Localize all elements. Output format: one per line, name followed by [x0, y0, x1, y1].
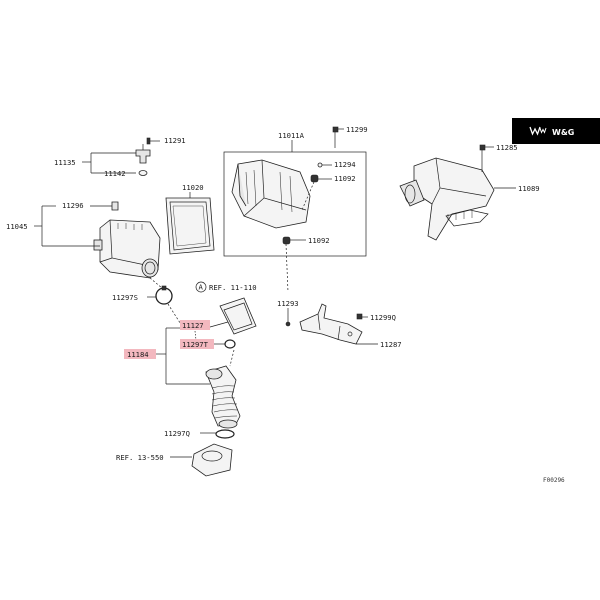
- label-11011A: 11011A: [278, 131, 305, 140]
- bolt-11285: [479, 144, 486, 151]
- label-11293: 11293: [277, 299, 299, 308]
- label-11045: 11045: [6, 222, 28, 231]
- air-cleaner-cover: [231, 159, 311, 229]
- bolt-11293: [285, 321, 291, 327]
- label-ref-11-110: REF. 11-110: [209, 283, 257, 292]
- label-11127: 11127: [182, 321, 204, 330]
- label-11089: 11089: [518, 184, 540, 193]
- washer-11294: [317, 162, 323, 168]
- clamp-11297T: [224, 339, 236, 349]
- bracket-11184: [156, 327, 210, 385]
- clip-11296: [111, 201, 119, 211]
- label-11184: 11184: [127, 350, 149, 359]
- bolt-11299Q: [356, 313, 363, 320]
- air-intake-hose: [205, 365, 241, 429]
- label-11297Q: 11297Q: [164, 429, 190, 438]
- label-11020: 11020: [182, 183, 204, 192]
- grommet-11092-upper: [310, 174, 319, 183]
- label-11299: 11299: [346, 125, 368, 134]
- label-11291: 11291: [164, 136, 186, 145]
- oring-11142: [138, 170, 148, 176]
- bracket-11135: [82, 152, 136, 174]
- label-11296: 11296: [62, 201, 84, 210]
- brand-badge: W&G: [512, 118, 600, 144]
- label-11285: 11285: [496, 143, 518, 152]
- label-11297S: 11297S: [112, 293, 138, 302]
- resonator-11127: [219, 297, 257, 335]
- label-11142: 11142: [104, 169, 126, 178]
- cover-frame: [223, 151, 367, 257]
- clamp-11297Q: [215, 429, 235, 439]
- ref-a-circle: [195, 281, 207, 293]
- label-11092-lower: 11092: [308, 236, 330, 245]
- bracket-11045: [34, 205, 100, 247]
- bracket-11287: [299, 303, 363, 345]
- grommet-11092-lower: [282, 236, 291, 245]
- highlight-11184: [124, 349, 156, 359]
- throttle-body: [191, 443, 233, 477]
- figure-code: F00296: [543, 477, 565, 484]
- air-filter-element: [165, 197, 215, 255]
- ref-a-letter: A: [199, 283, 204, 292]
- brand-name: W&G: [552, 128, 574, 137]
- brand-logo-icon: [529, 126, 547, 136]
- air-cleaner-case-lower: [93, 219, 161, 279]
- label-11297T: 11297T: [182, 340, 209, 349]
- label-11092-upper: 11092: [334, 174, 356, 183]
- bolt-11291: [146, 137, 160, 145]
- airflow-sensor: [135, 144, 151, 164]
- highlight-11297T: [180, 339, 214, 349]
- label-11294: 11294: [334, 160, 356, 169]
- highlight-11127: [180, 320, 210, 330]
- label-11299Q: 11299Q: [370, 313, 396, 322]
- intake-duct: [399, 157, 495, 241]
- clamp-11297S: [155, 285, 173, 305]
- label-11287: 11287: [380, 340, 402, 349]
- label-ref-13-550: REF. 13-550: [116, 453, 164, 462]
- bolt-11299: [332, 126, 339, 133]
- label-11135: 11135: [54, 158, 76, 167]
